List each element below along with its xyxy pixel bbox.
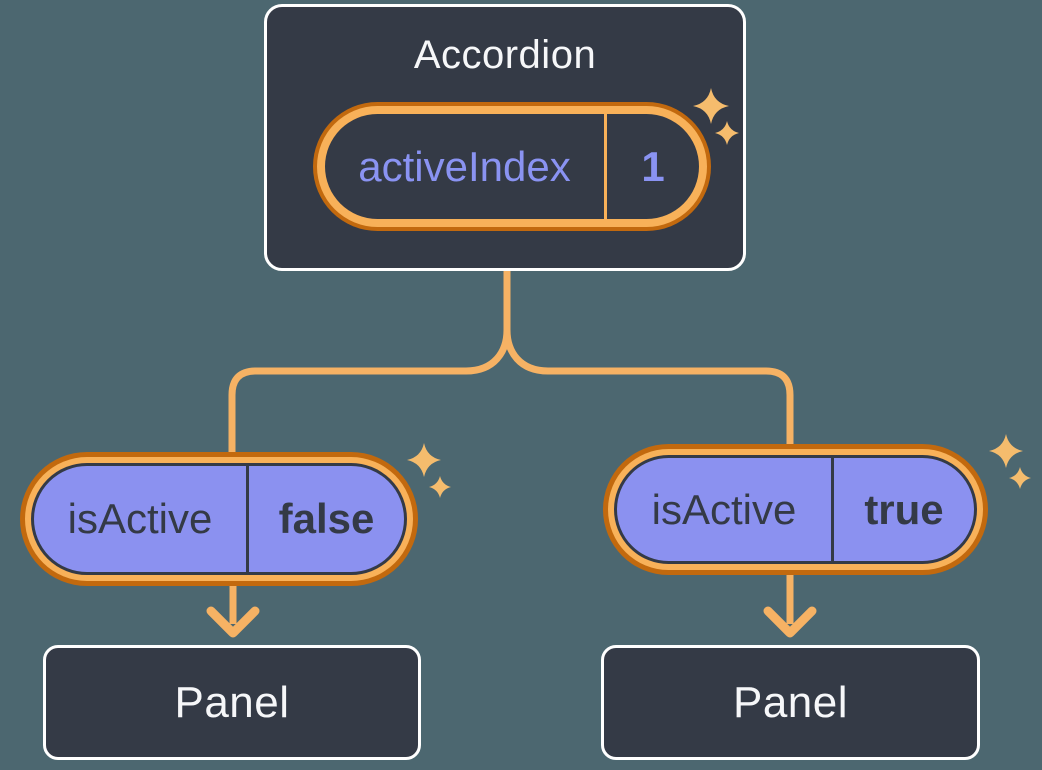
sparkle-icon: [715, 121, 739, 145]
sparkle-icon: [1009, 467, 1031, 489]
pill-divider: [604, 114, 607, 219]
panel-node-right: Panel: [601, 645, 980, 760]
prop-value: false: [278, 495, 375, 542]
state-pill: activeIndex 1: [325, 114, 699, 219]
sparkle-icon: [429, 476, 451, 498]
prop-value: true: [864, 485, 944, 533]
pill-divider: [831, 458, 834, 561]
sparkles-left-pill: [407, 443, 451, 498]
sparkles-right-pill: [989, 434, 1031, 489]
branch-line-left: [228, 268, 511, 480]
sparkles-accordion: [693, 88, 739, 145]
panel-title: Panel: [732, 677, 849, 727]
sparkle-icon: [989, 434, 1023, 468]
prop-pill-left: isActive false: [31, 463, 407, 575]
prop-name: isActive: [651, 485, 797, 533]
state-pill-highlight: activeIndex 1: [313, 102, 711, 231]
prop-name: isActive: [67, 495, 213, 542]
accordion-node: Accordion activeIndex 1: [264, 4, 746, 271]
prop-pill-right-highlight: isActive true: [603, 444, 988, 575]
state-name: activeIndex: [358, 142, 571, 190]
pill-divider: [246, 466, 249, 572]
sparkle-icon: [407, 443, 441, 477]
prop-pill-right: isActive true: [614, 455, 977, 564]
sparkle-icon: [693, 88, 729, 124]
state-value: 1: [641, 142, 665, 190]
panel-node-left: Panel: [43, 645, 421, 760]
prop-pill-left-highlight: isActive false: [20, 452, 418, 586]
branch-line-right: [503, 268, 794, 480]
arrow-head-right: [763, 606, 817, 638]
accordion-title: Accordion: [413, 33, 597, 77]
arrow-head-left: [206, 606, 260, 638]
panel-title: Panel: [174, 677, 290, 727]
